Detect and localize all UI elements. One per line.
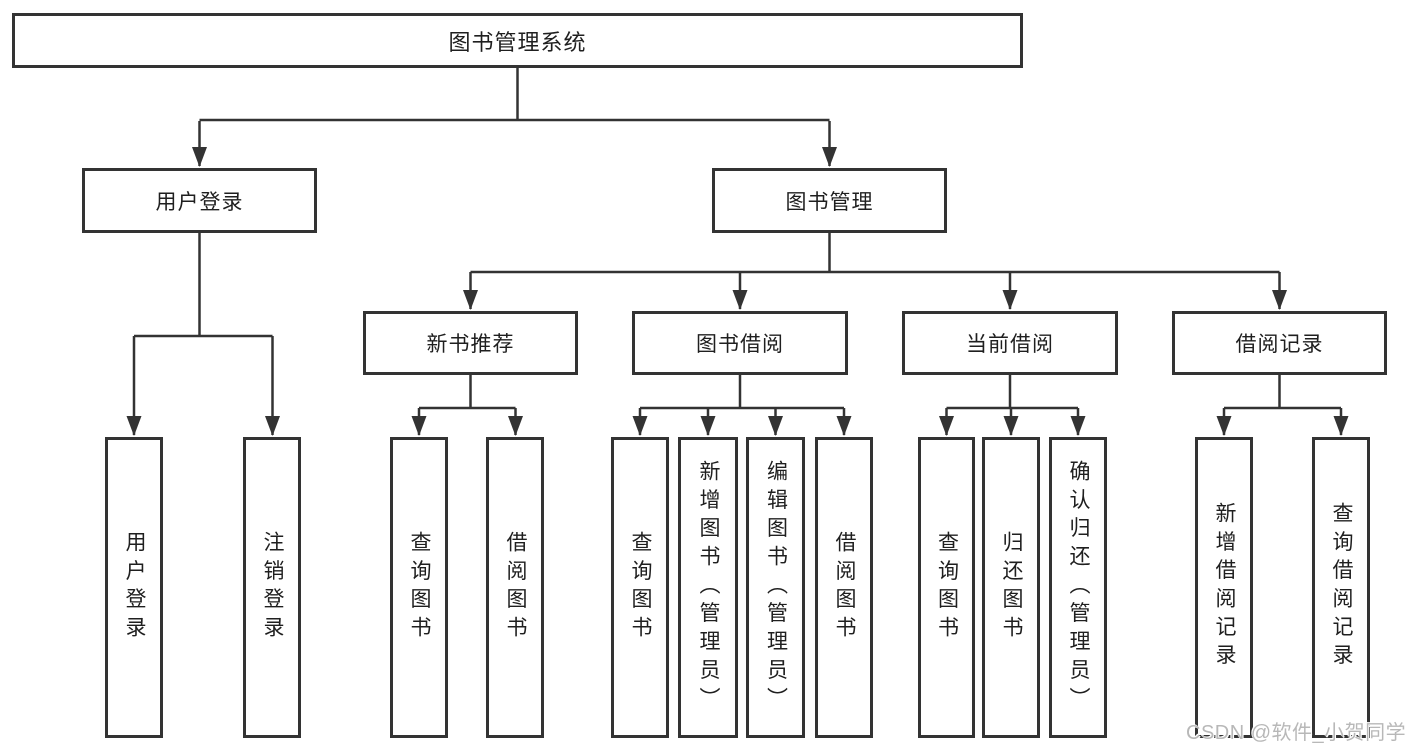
leaf-edit-books-admin: 编辑图书（管理员） <box>746 437 805 738</box>
node-library-management-system: 图书管理系统 <box>12 13 1023 68</box>
node-book-management: 图书管理 <box>712 168 947 233</box>
leaf-query-books-borrow: 查询图书 <box>611 437 669 738</box>
leaf-borrow-books-recommend: 借阅图书 <box>486 437 544 738</box>
leaf-add-books-admin: 新增图书（管理员） <box>678 437 738 738</box>
leaf-query-books-current: 查询图书 <box>918 437 975 738</box>
leaf-user-login: 用户登录 <box>105 437 163 738</box>
node-user-login: 用户登录 <box>82 168 317 233</box>
node-current-borrow: 当前借阅 <box>902 311 1118 375</box>
leaf-query-books-recommend: 查询图书 <box>390 437 448 738</box>
leaf-query-borrow-record: 查询借阅记录 <box>1312 437 1370 738</box>
leaf-borrow-books: 借阅图书 <box>815 437 873 738</box>
node-borrow-records: 借阅记录 <box>1172 311 1387 375</box>
node-new-book-recommend: 新书推荐 <box>363 311 578 375</box>
leaf-return-books: 归还图书 <box>982 437 1040 738</box>
node-book-borrow: 图书借阅 <box>632 311 848 375</box>
leaf-confirm-return-admin: 确认归还（管理员） <box>1049 437 1107 738</box>
leaf-logout: 注销登录 <box>243 437 301 738</box>
leaf-add-borrow-record: 新增借阅记录 <box>1195 437 1253 738</box>
csdn-watermark: CSDN @软件_小贺同学 <box>1186 722 1405 744</box>
